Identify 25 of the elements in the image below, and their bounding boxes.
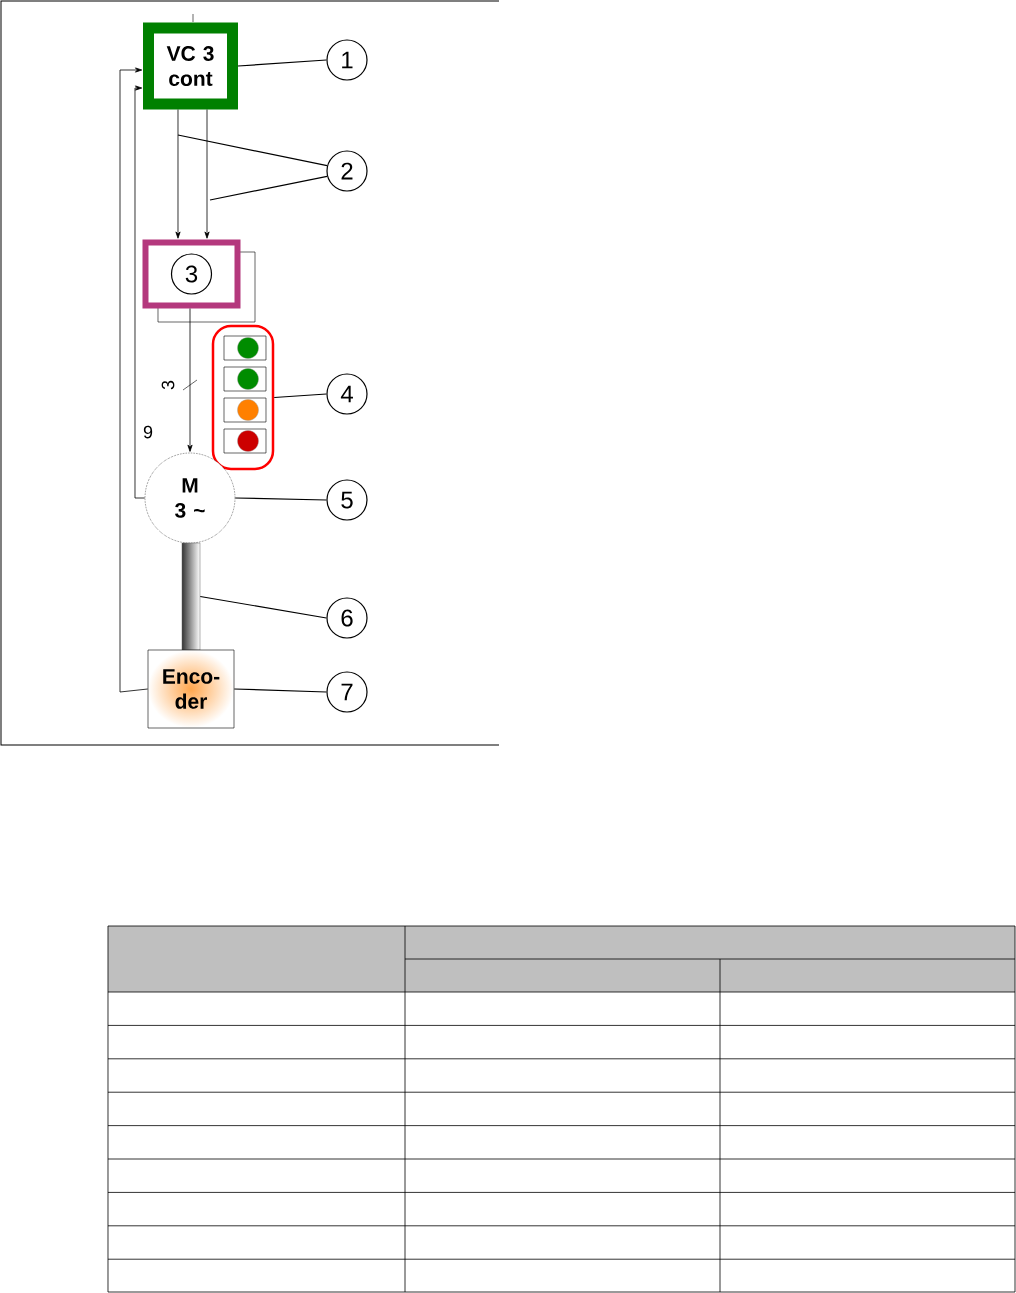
callout-number: 4: [326, 373, 368, 415]
led-panel: [211, 324, 275, 471]
leader-line: [234, 497, 327, 501]
board-box: 3: [142, 239, 241, 309]
leader-line: [177, 134, 328, 167]
edge-label: 3: [161, 380, 175, 390]
callout-number: 5: [326, 479, 368, 521]
arrow: [175, 109, 181, 239]
callout-number: 6: [326, 597, 368, 639]
leader-line: [199, 595, 327, 619]
leader-line: [233, 688, 327, 693]
encoder-box: Enco- der: [147, 649, 235, 729]
arrow: [187, 308, 193, 452]
arrow: [204, 109, 210, 239]
leader-line: [273, 393, 327, 399]
controller-box: VC 3 cont: [143, 22, 238, 110]
arrow: [134, 85, 146, 499]
callout-number: 1: [326, 39, 368, 81]
leader-line: [237, 59, 327, 67]
callout-number: 2: [326, 150, 368, 192]
leader-line: [209, 175, 328, 201]
arrow: [119, 67, 149, 693]
edge-label: 9: [143, 425, 153, 439]
shaft: [181, 542, 201, 651]
callout-number: 7: [326, 671, 368, 713]
